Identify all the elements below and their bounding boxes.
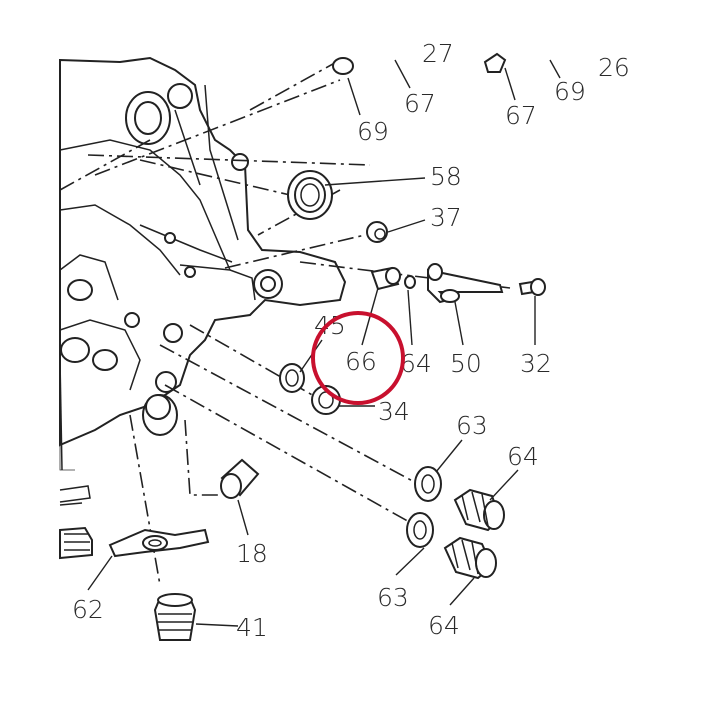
callout-63-upper: 63 [456, 411, 488, 440]
part-62-tab-washer [108, 528, 210, 558]
callout-41: 41 [236, 613, 268, 642]
callout-63-lower: 63 [377, 583, 409, 612]
callout-64-upper-fitting: 64 [507, 442, 539, 471]
part-69-washer-top [332, 57, 354, 75]
callout-18: 18 [236, 539, 268, 568]
part-45-washer [279, 363, 305, 393]
part-64-small-ring [404, 275, 416, 289]
leader-lines [87, 59, 561, 627]
callout-64-lower-fitting: 64 [428, 611, 460, 640]
callout-67-top-right: 67 [505, 101, 537, 130]
assembly-axes [59, 59, 511, 586]
callout-69-top-left: 69 [357, 117, 389, 146]
part-18-plug [220, 458, 260, 499]
callout-37: 37 [430, 203, 462, 232]
part-63-washer-lower [406, 512, 434, 548]
part-left-spring-clip [59, 485, 91, 506]
callout-labels: 27 26 69 69 67 67 58 37 45 66 64 50 32 3… [72, 39, 630, 642]
highlight-circle [311, 311, 405, 405]
crankcase-housing [59, 56, 347, 471]
callout-62: 62 [72, 595, 104, 624]
callout-64-small-ring: 64 [400, 349, 432, 378]
part-41-drain-plug [153, 593, 197, 641]
callout-69-top-right: 69 [554, 77, 586, 106]
part-50-bracket [427, 263, 504, 304]
part-64-fitting-upper [453, 488, 505, 532]
callout-50: 50 [450, 349, 482, 378]
callout-27: 27 [422, 39, 454, 68]
part-32-screw [518, 278, 546, 296]
callout-58: 58 [430, 162, 462, 191]
part-58-oil-seal [287, 170, 333, 220]
part-64-fitting-lower [443, 536, 497, 580]
part-63-washer-upper [414, 466, 442, 502]
part-67-fitting-top [483, 52, 507, 73]
callout-66: 66 [345, 347, 377, 376]
callout-67-top-left: 67 [404, 89, 436, 118]
callout-34: 34 [378, 397, 410, 426]
callout-32: 32 [520, 349, 552, 378]
part-left-threaded-plug [59, 526, 93, 560]
part-66-bushing [370, 266, 401, 291]
callout-26: 26 [598, 53, 630, 82]
part-37-plug [366, 221, 388, 243]
